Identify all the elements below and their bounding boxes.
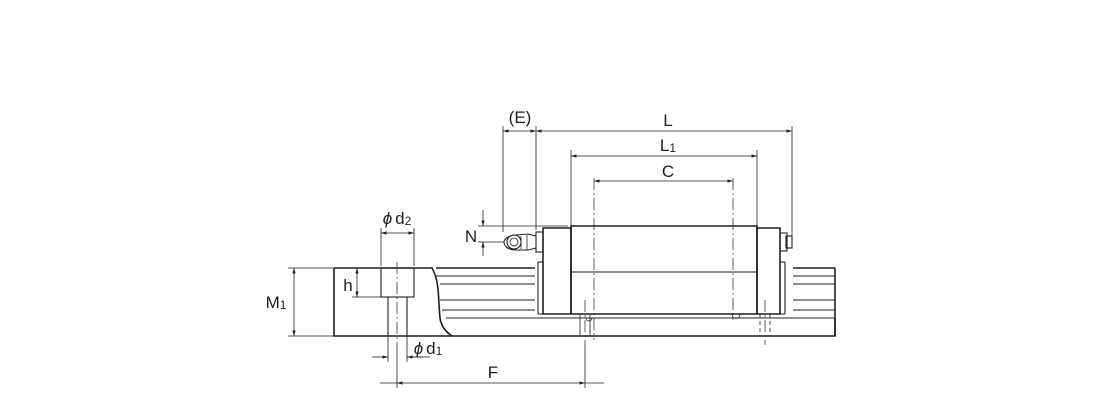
label-c: C [662, 162, 674, 181]
dimension-c: C [594, 162, 733, 183]
dimension-l: L [536, 111, 793, 236]
label-h: h [343, 276, 352, 295]
bolt-hole [380, 262, 415, 345]
dimension-l1: L1 [570, 136, 758, 226]
dimension-h: h [343, 267, 388, 298]
label-l: L [663, 111, 672, 130]
grease-nipple [503, 233, 537, 251]
dimension-n: N [465, 210, 568, 256]
label-n: N [465, 227, 477, 246]
dimension-m1: M1 [266, 267, 334, 337]
label-l1: L1 [660, 136, 676, 155]
dimension-f: F [380, 345, 604, 388]
label-m1: M1 [266, 293, 287, 312]
carriage-block [535, 178, 793, 345]
dimension-e: (E) [502, 108, 537, 232]
rail [333, 267, 836, 337]
label-e: (E) [509, 108, 532, 127]
label-f: F [488, 363, 498, 382]
